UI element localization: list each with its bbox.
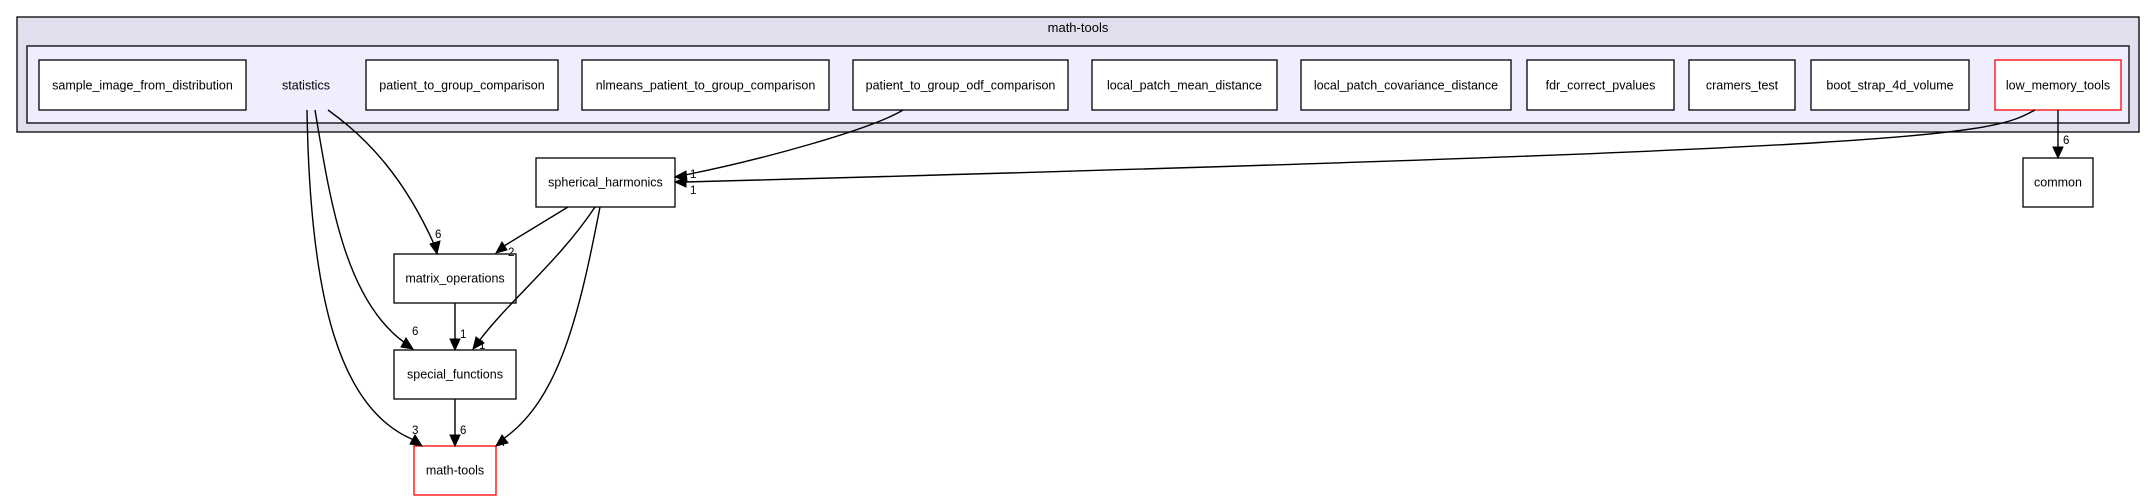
svg-text:2: 2 bbox=[508, 247, 514, 259]
outer-cluster-title[interactable]: math-tools bbox=[1048, 20, 1109, 35]
svg-text:6: 6 bbox=[412, 326, 418, 338]
node-sample-image-from-distribution[interactable]: sample_image_from_distribution bbox=[38, 59, 247, 111]
svg-text:6: 6 bbox=[435, 229, 441, 241]
svg-text:6: 6 bbox=[460, 425, 466, 437]
node-matrix-operations[interactable]: matrix_operations bbox=[393, 253, 517, 304]
svg-text:6: 6 bbox=[2063, 135, 2069, 147]
svg-text:common: common bbox=[2034, 176, 2082, 190]
svg-text:1: 1 bbox=[460, 329, 466, 341]
svg-text:local_patch_covariance_distanc: local_patch_covariance_distance bbox=[1314, 79, 1498, 93]
svg-text:1: 1 bbox=[479, 340, 485, 352]
edge-special-functions-to-math-tools: 6 bbox=[449, 399, 466, 448]
node-math-tools[interactable]: math-tools bbox=[413, 445, 497, 496]
edge-statistics-to-math-tools: 3 bbox=[306, 109, 424, 447]
svg-text:sample_image_from_distribution: sample_image_from_distribution bbox=[52, 79, 233, 93]
svg-text:local_patch_mean_distance: local_patch_mean_distance bbox=[1107, 79, 1262, 93]
edge-statistics-to-special-functions: 6 bbox=[314, 109, 418, 350]
edge-spherical-harmonics-to-special-functions: 1 bbox=[472, 206, 596, 352]
svg-text:low_memory_tools: low_memory_tools bbox=[2006, 79, 2110, 93]
svg-text:boot_strap_4d_volume: boot_strap_4d_volume bbox=[1826, 79, 1953, 93]
svg-text:statistics: statistics bbox=[282, 79, 330, 93]
node-common[interactable]: common bbox=[2022, 157, 2094, 208]
svg-text:4: 4 bbox=[499, 437, 506, 449]
edge-low-memory-tools-to-spherical-harmonics: 1 bbox=[673, 109, 2036, 197]
edge-spherical-harmonics-to-math-tools: 4 bbox=[495, 206, 601, 449]
svg-text:cramers_test: cramers_test bbox=[1706, 79, 1779, 93]
edge-matrix-operations-to-special-functions: 1 bbox=[449, 303, 466, 352]
svg-text:matrix_operations: matrix_operations bbox=[405, 272, 504, 286]
svg-text:1: 1 bbox=[690, 185, 696, 197]
edge-statistics-to-matrix-operations: 6 bbox=[327, 109, 441, 256]
svg-text:patient_to_group_odf_compariso: patient_to_group_odf_comparison bbox=[866, 79, 1056, 93]
svg-text:special_functions: special_functions bbox=[407, 368, 503, 382]
node-special-functions[interactable]: special_functions bbox=[393, 349, 517, 400]
svg-text:fdr_correct_pvalues: fdr_correct_pvalues bbox=[1546, 79, 1656, 93]
svg-text:patient_to_group_comparison: patient_to_group_comparison bbox=[379, 79, 544, 93]
node-boot-strap-4d-volume[interactable]: boot_strap_4d_volume bbox=[1810, 59, 1970, 111]
node-cramers-test[interactable]: cramers_test bbox=[1688, 59, 1796, 111]
node-fdr-correct-pvalues[interactable]: fdr_correct_pvalues bbox=[1526, 59, 1675, 111]
node-local-patch-mean-distance[interactable]: local_patch_mean_distance bbox=[1091, 59, 1278, 111]
svg-text:math-tools: math-tools bbox=[426, 464, 484, 478]
svg-text:1: 1 bbox=[690, 169, 696, 181]
svg-text:nlmeans_patient_to_group_compa: nlmeans_patient_to_group_comparison bbox=[596, 79, 816, 93]
edge-spherical-harmonics-to-matrix-operations: 2 bbox=[494, 206, 569, 259]
node-spherical-harmonics[interactable]: spherical_harmonics bbox=[535, 157, 676, 208]
node-patient-to-group-comparison[interactable]: patient_to_group_comparison bbox=[365, 59, 559, 111]
node-local-patch-covariance-distance[interactable]: local_patch_covariance_distance bbox=[1300, 59, 1512, 111]
node-patient-to-group-odf-comparison[interactable]: patient_to_group_odf_comparison bbox=[852, 59, 1069, 111]
svg-text:3: 3 bbox=[412, 425, 418, 437]
svg-text:spherical_harmonics: spherical_harmonics bbox=[548, 176, 663, 190]
node-low-memory-tools[interactable]: low_memory_tools bbox=[1994, 59, 2122, 111]
node-nlmeans-patient-to-group-comparison[interactable]: nlmeans_patient_to_group_comparison bbox=[581, 59, 830, 111]
node-statistics[interactable]: statistics bbox=[282, 79, 330, 93]
edge-low-memory-tools-to-common: 6 bbox=[2052, 110, 2069, 160]
